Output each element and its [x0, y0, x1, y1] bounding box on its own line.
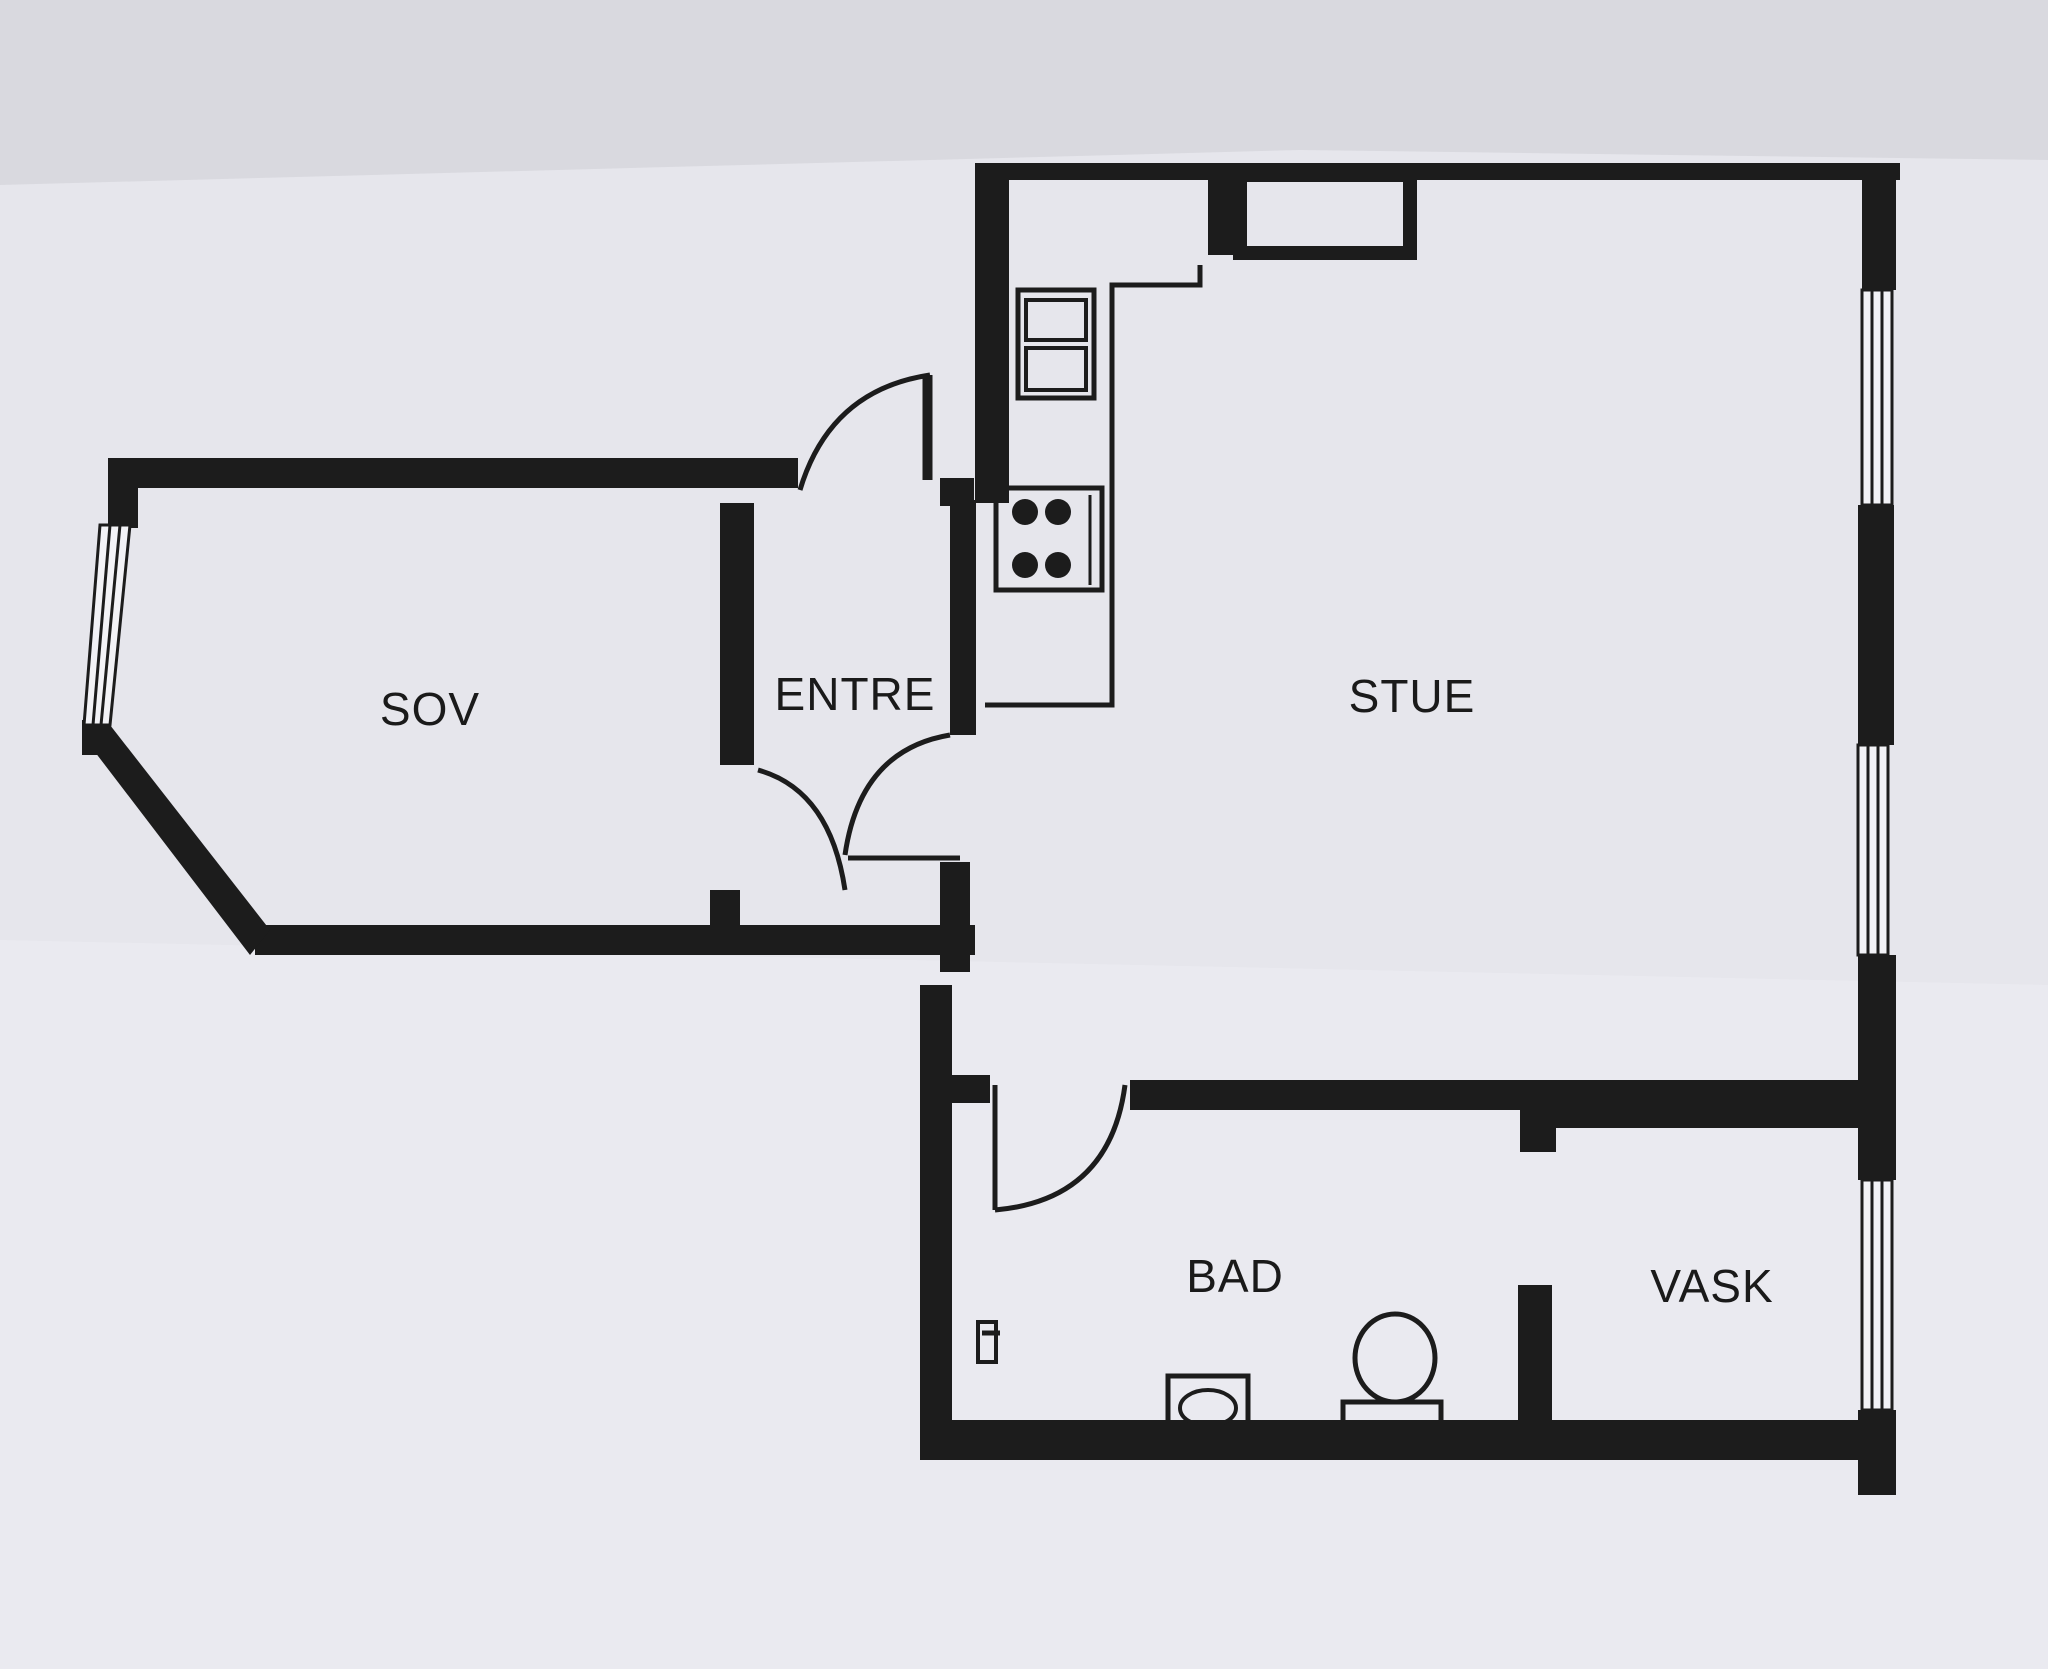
- room-label-entre: ENTRE: [775, 668, 936, 720]
- paper-fold-top: [0, 0, 2048, 185]
- door-entre-kitchen: [797, 372, 933, 491]
- room-label-vask: VASK: [1650, 1260, 1773, 1312]
- washbasin: [1165, 1373, 1251, 1437]
- room-label-sov: SOV: [380, 683, 480, 735]
- kitchen-stove: [993, 485, 1105, 593]
- sov-window: [82, 523, 132, 727]
- stue-window-upper: [1860, 288, 1894, 507]
- kitchen-sink: [1015, 287, 1097, 401]
- sov-walls: [82, 458, 975, 955]
- room-label-stue: STUE: [1349, 670, 1476, 722]
- vask-window: [1860, 1178, 1894, 1412]
- room-label-bad: BAD: [1186, 1250, 1284, 1302]
- stue-window-lower: [1856, 743, 1890, 957]
- kitchen-wall-unit: [985, 168, 1417, 708]
- door-bad: [992, 1084, 1128, 1213]
- towel-rail: [976, 1320, 1000, 1364]
- toilet: [1340, 1311, 1444, 1445]
- stue-walls: [950, 163, 1900, 1140]
- door-entre-front: [757, 732, 951, 891]
